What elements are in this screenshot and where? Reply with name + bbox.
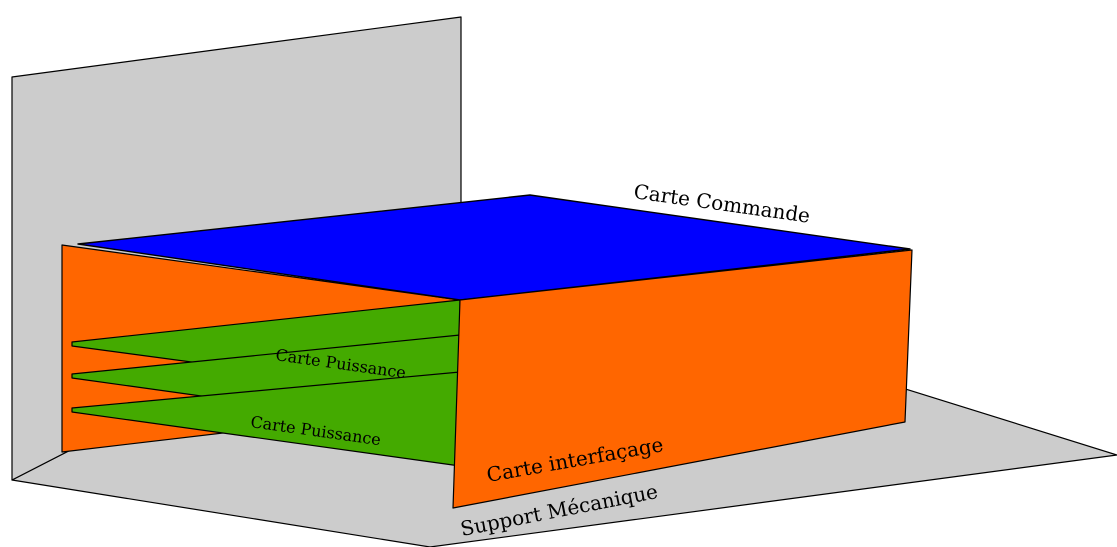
carte-interfacage-front-panel <box>452 249 913 509</box>
carte-commande-board <box>77 194 911 301</box>
